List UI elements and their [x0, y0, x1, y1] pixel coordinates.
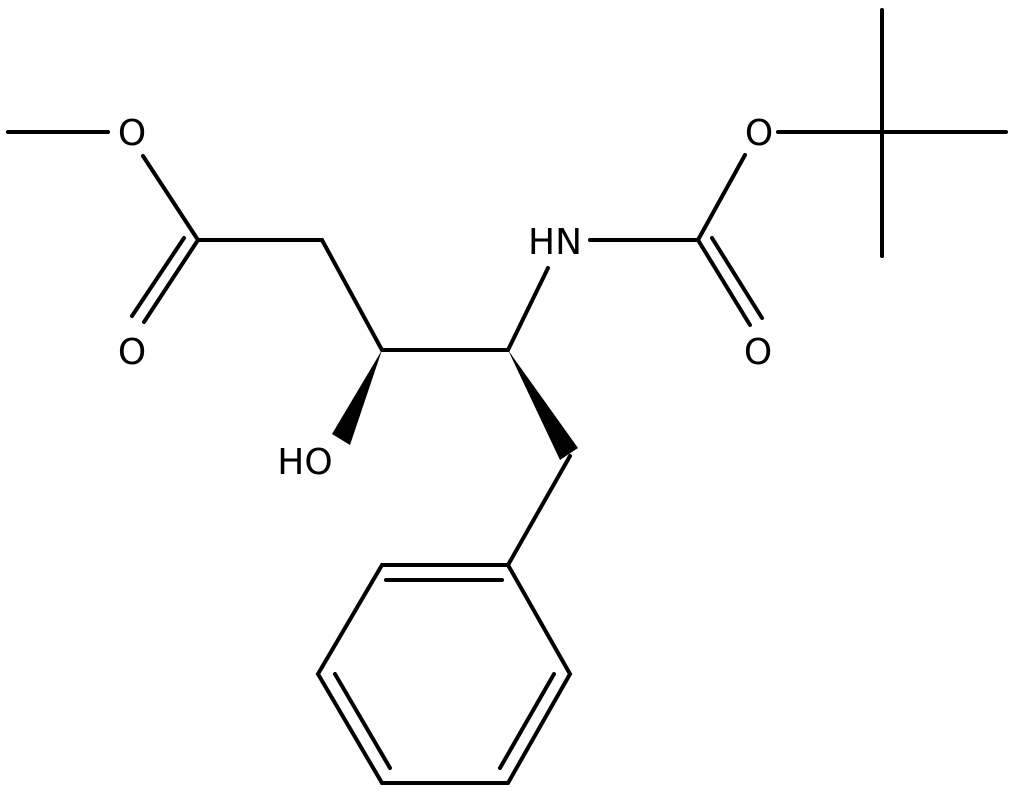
atom-label-hydroxyl: HO	[277, 442, 332, 483]
bond-c4-n	[506, 266, 550, 352]
bond-o-carbonyl-carbon	[141, 154, 200, 242]
benzene-inner-bond-3	[498, 672, 556, 770]
atom-label-boc-ether-oxygen: O	[745, 113, 773, 154]
bond-carbonyl-double-b	[130, 236, 186, 318]
wedge-bond-benzyl	[508, 350, 578, 460]
bond-carbonyl-double-a	[142, 238, 200, 324]
atom-label-methyl-oxygen: O	[118, 113, 146, 154]
bond-carbamate-ether-o	[696, 153, 747, 242]
wedge-bond-hydroxyl	[332, 350, 382, 445]
atom-label-ester-carbonyl-oxygen: O	[118, 332, 146, 373]
bond-benzyl-ring	[506, 454, 572, 567]
benzene-inner-bond-2	[333, 672, 392, 770]
atom-label-boc-carbonyl-oxygen: O	[744, 332, 772, 373]
bond-carbamate-double-b	[710, 236, 764, 320]
benzene-ring	[315, 563, 573, 785]
bond-carbamate-double-a	[696, 238, 752, 327]
bond-ch2-c3	[320, 238, 384, 352]
atom-label-amine: HN	[528, 222, 582, 263]
